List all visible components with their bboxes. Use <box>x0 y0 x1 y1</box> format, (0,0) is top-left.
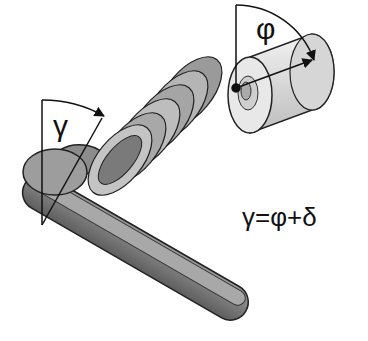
angle-label: φ <box>256 14 275 44</box>
equation: γ=φ+δ <box>242 204 317 230</box>
angle-label: γ <box>53 111 68 141</box>
angle-gamma <box>42 100 104 225</box>
motor <box>228 34 334 133</box>
spring <box>76 46 234 207</box>
angle-phi <box>232 5 314 92</box>
